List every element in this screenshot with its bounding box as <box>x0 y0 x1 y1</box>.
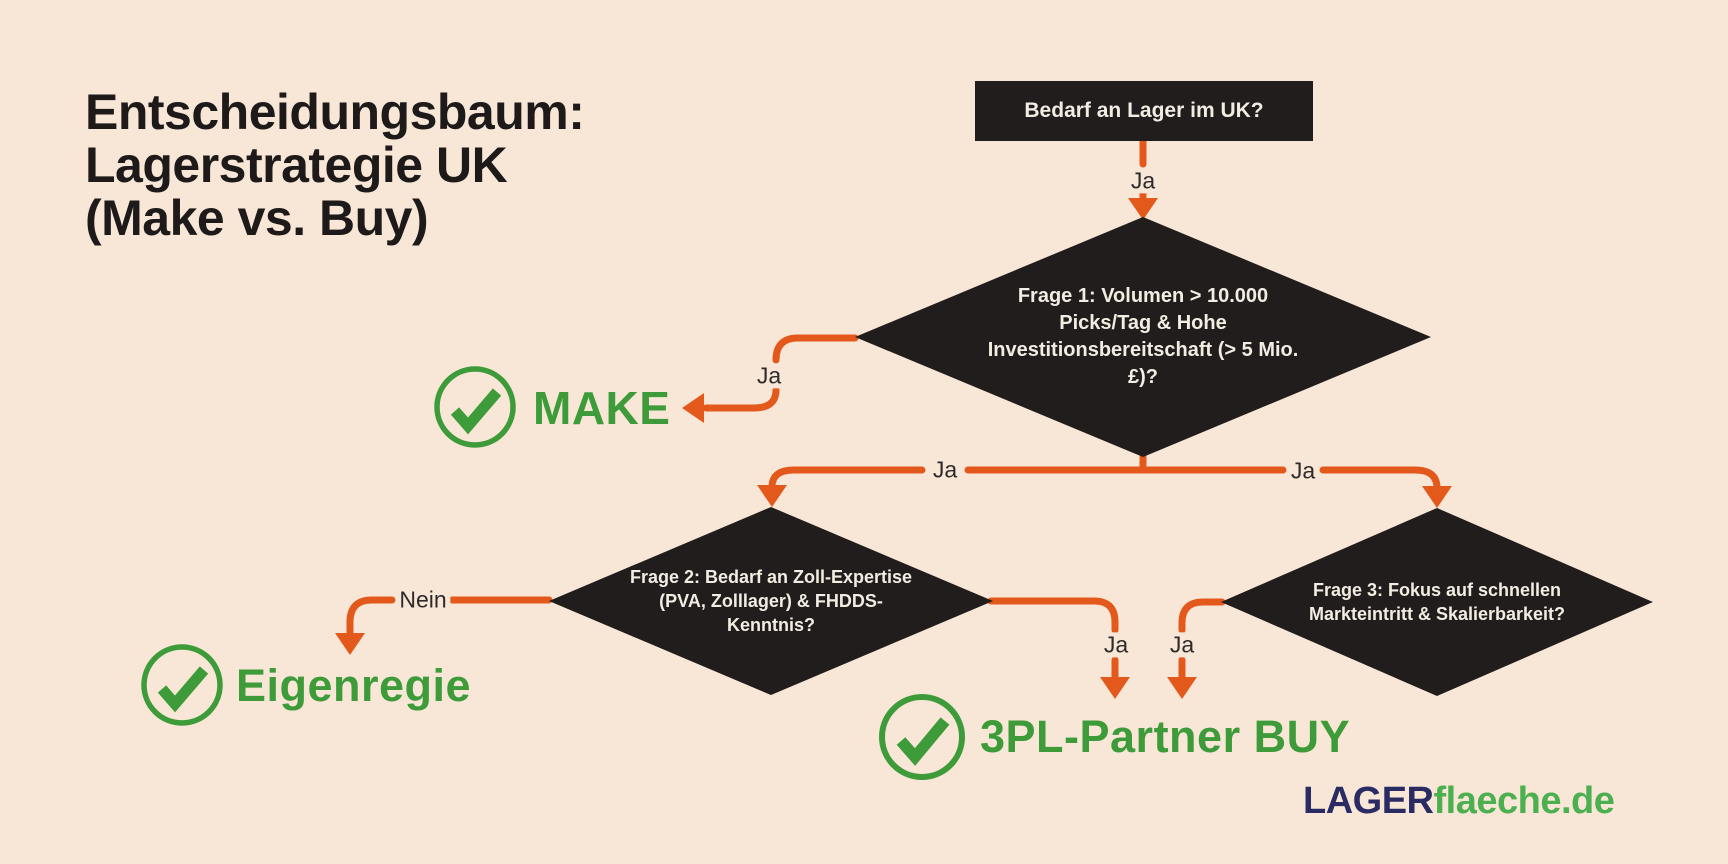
edge-label-make-ja: Ja <box>752 363 786 389</box>
decision-q1: Frage 1: Volumen > 10.000 Picks/Tag & Ho… <box>855 217 1431 457</box>
edge-label-q2-branch-ja: Ja <box>928 457 962 483</box>
page-title: Entscheidungsbaum: Lagerstrategie UK (Ma… <box>85 84 585 246</box>
arrowhead-down-icon <box>1128 198 1158 220</box>
connector-q1-split <box>757 453 1452 508</box>
decision-q3-label: Frage 3: Fokus auf schnellen Markteintri… <box>1308 579 1566 624</box>
result-eigenregie: Eigenregie <box>236 660 472 711</box>
arrowhead-down-icon <box>1422 486 1452 508</box>
arrowhead-down-icon <box>1100 677 1130 699</box>
arrowhead-down-icon <box>757 485 787 507</box>
check-icon <box>141 644 223 726</box>
edge-label-q2-buy-ja: Ja <box>1099 632 1133 658</box>
check-icon <box>434 366 516 448</box>
logo-part1: LAGER <box>1303 780 1434 822</box>
start-node: Bedarf an Lager im UK? <box>975 81 1313 141</box>
edge-label-nein: Nein <box>395 587 451 613</box>
decision-q1-label: Frage 1: Volumen > 10.000 Picks/Tag & Ho… <box>987 285 1299 388</box>
check-icon <box>879 694 965 780</box>
arrowhead-down-icon <box>335 633 365 655</box>
arrowhead-down-icon <box>1167 677 1197 699</box>
decision-q3: Frage 3: Fokus auf schnellen Markteintri… <box>1221 508 1653 696</box>
start-node-label: Bedarf an Lager im UK? <box>1024 99 1264 122</box>
result-make: MAKE <box>533 382 671 434</box>
decision-q2-label: Frage 2: Bedarf an Zoll-Expertise (PVA, … <box>629 566 913 636</box>
result-buy: 3PL-Partner BUY <box>980 711 1351 762</box>
edge-label-start-ja: Ja <box>1126 168 1160 194</box>
arrowhead-left-icon <box>682 393 704 423</box>
edge-label-q3-buy-ja: Ja <box>1165 632 1199 658</box>
decision-q2: Frage 2: Bedarf an Zoll-Expertise (PVA, … <box>549 507 993 695</box>
logo-part2: flaeche.de <box>1433 780 1615 822</box>
logo: LAGERflaeche.de <box>1303 780 1615 823</box>
edge-label-q3-branch-ja: Ja <box>1286 458 1320 484</box>
